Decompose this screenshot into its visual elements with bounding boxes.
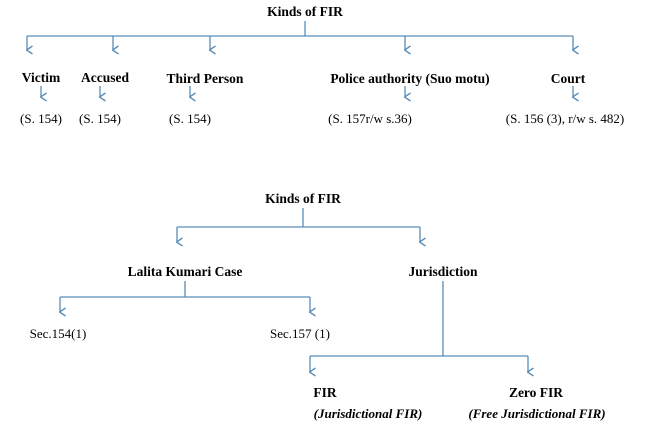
chart2-leaf-fir: FIR: [313, 385, 337, 400]
chart2-root-label: Kinds of FIR: [265, 191, 341, 206]
chart1-section-police-authority: (S. 157r/w s.36): [328, 111, 412, 126]
chart2-branch-lalita-kumari-case: Lalita Kumari Case: [127, 264, 243, 279]
chart2-leaf-zero-fir-sublabel: (Free Jurisdictional FIR): [468, 406, 606, 421]
chart1-section-court: (S. 156 (3), r/w s. 482): [505, 111, 625, 126]
chart1-branch-court: Court: [550, 71, 586, 86]
chart1-root-label: Kinds of FIR: [267, 4, 343, 19]
chart1-section-accused: (S. 154): [79, 111, 121, 126]
chart2-leaf-fir-sublabel: (Jurisdictional FIR): [313, 406, 423, 421]
chart1-branch-accused: Accused: [81, 70, 129, 85]
chart1-branch-victim: Victim: [21, 70, 61, 85]
chart2-branch-jurisdiction: Jurisdiction: [408, 264, 478, 279]
chart2-leaf-zero-fir: Zero FIR: [508, 385, 564, 400]
chart2-leaf-sec-154-1: Sec.154(1): [29, 326, 87, 341]
chart1-branch-third-person: Third Person: [166, 71, 244, 86]
chart1-section-third-person: (S. 154): [169, 111, 211, 126]
chart1-branch-police-authority: Police authority (Suo motu): [330, 71, 490, 86]
chart2-leaf-sec-157-1: Sec.157 (1): [270, 326, 330, 341]
chart1-section-victim: (S. 154): [20, 111, 62, 126]
